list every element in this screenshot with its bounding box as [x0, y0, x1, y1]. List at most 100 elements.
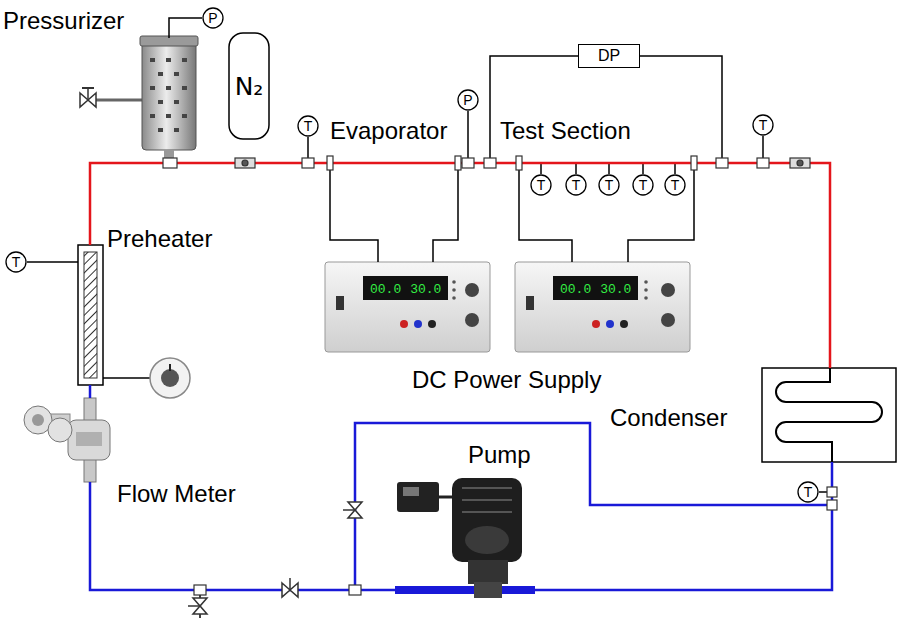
pipe-line	[89, 385, 92, 398]
drawing-polyline	[640, 56, 722, 163]
drawing-rect	[158, 100, 163, 104]
drawing-line	[343, 509, 355, 511]
drawing-circle	[661, 283, 675, 297]
gauge-letter: T	[804, 485, 813, 499]
drawing-rect	[166, 114, 171, 118]
drawing-rect	[452, 478, 522, 562]
condenser-coil	[762, 368, 896, 462]
drawing-rect	[182, 114, 187, 118]
drawing-rect	[163, 158, 177, 168]
pipe-tees	[163, 158, 837, 595]
drawing-ellipse	[465, 526, 509, 554]
drawing-rect	[516, 156, 522, 170]
drawing-line	[188, 605, 200, 607]
drawing-circle	[400, 320, 408, 328]
gauge-ring	[531, 175, 551, 195]
drawing-rect	[515, 262, 690, 352]
section-label: Test Section	[500, 117, 631, 145]
drawing-g	[150, 58, 187, 132]
gauge-ring	[633, 175, 653, 195]
drawing-rect	[164, 150, 174, 158]
drawing-rect	[150, 86, 155, 90]
component-label: Preheater	[107, 225, 212, 253]
gas-label: N₂	[235, 74, 264, 99]
component-label: Flow Meter	[117, 480, 236, 508]
drawing-line	[674, 163, 676, 174]
gauge-circle: P	[202, 7, 224, 29]
drawing-rect	[691, 156, 697, 170]
gauge-ring	[6, 252, 26, 272]
component-node: Pressurizer	[140, 38, 198, 156]
drawing-circle	[150, 358, 190, 398]
drawing-rect	[78, 245, 103, 385]
drawing-rect	[325, 262, 490, 352]
drawing-rect	[397, 482, 439, 512]
power-supply-panels	[325, 262, 690, 352]
drawing-rect	[174, 100, 179, 104]
drawing-circle	[465, 283, 479, 297]
display-digits: 00.0	[370, 282, 401, 297]
drawing-circle	[592, 320, 600, 328]
pipe-line	[90, 163, 830, 368]
gauge-ring	[298, 116, 318, 136]
gauge-letter: T	[12, 255, 21, 269]
gauge-ring	[665, 175, 685, 195]
drawing-circle	[465, 313, 479, 327]
tank-body	[229, 33, 269, 139]
drawing-rect	[84, 252, 97, 378]
gauge-circle: T	[664, 174, 686, 196]
drawing-line	[96, 99, 142, 102]
display-window: 00.030.0	[363, 276, 448, 300]
drawing-circle	[242, 160, 248, 166]
preheater-heater	[78, 245, 190, 398]
dp-lines	[490, 56, 722, 163]
drawing-rect	[757, 158, 769, 168]
drawing-circle	[644, 296, 648, 300]
pipe-line	[27, 261, 78, 263]
drawing-circle	[452, 288, 456, 292]
drawing-polyline	[330, 170, 378, 262]
drawing-circle	[414, 320, 422, 328]
gauge-ring	[203, 8, 223, 28]
gauge-circle: T	[752, 114, 774, 136]
pipe-line	[535, 462, 832, 590]
drawing-circle	[452, 296, 456, 300]
drawing-rect	[349, 585, 361, 595]
gauge-letter: T	[572, 178, 581, 192]
drawing-rect	[182, 86, 187, 90]
gas-cylinder: N₂	[228, 32, 270, 140]
gauge-circle: T	[530, 174, 552, 196]
gauge-circle: T	[565, 174, 587, 196]
gauge-ring	[798, 482, 818, 502]
gauge-circle: T	[797, 481, 819, 503]
drawing-rect	[174, 72, 179, 76]
drawing-rect	[395, 586, 535, 594]
drawing-rect	[455, 156, 461, 170]
component-node: Pump	[395, 470, 535, 600]
gauge-ring	[458, 90, 478, 110]
drawing-line	[462, 499, 512, 501]
drawing-rect	[235, 158, 255, 168]
drawing-rect	[150, 58, 155, 62]
drawing-circle	[32, 414, 44, 426]
section-label: DC Power Supply	[412, 366, 601, 394]
drawing-line	[103, 377, 150, 379]
drawing-circle	[606, 320, 614, 328]
gauge-circle: T	[598, 174, 620, 196]
drawing-rect	[150, 114, 155, 118]
drawing-line	[608, 163, 610, 174]
drawing-rect	[474, 582, 502, 598]
dp-box: DP	[578, 44, 640, 68]
gauge-ring	[599, 175, 619, 195]
drawing-rect	[526, 296, 534, 310]
check-valves	[235, 158, 810, 168]
component-node: Condenser	[762, 368, 896, 462]
section-label: Evaporator	[330, 117, 447, 145]
drawing-rect	[166, 86, 171, 90]
drawing-line	[289, 578, 291, 590]
ball-valves	[188, 502, 362, 614]
drawing-polyline	[628, 170, 694, 262]
